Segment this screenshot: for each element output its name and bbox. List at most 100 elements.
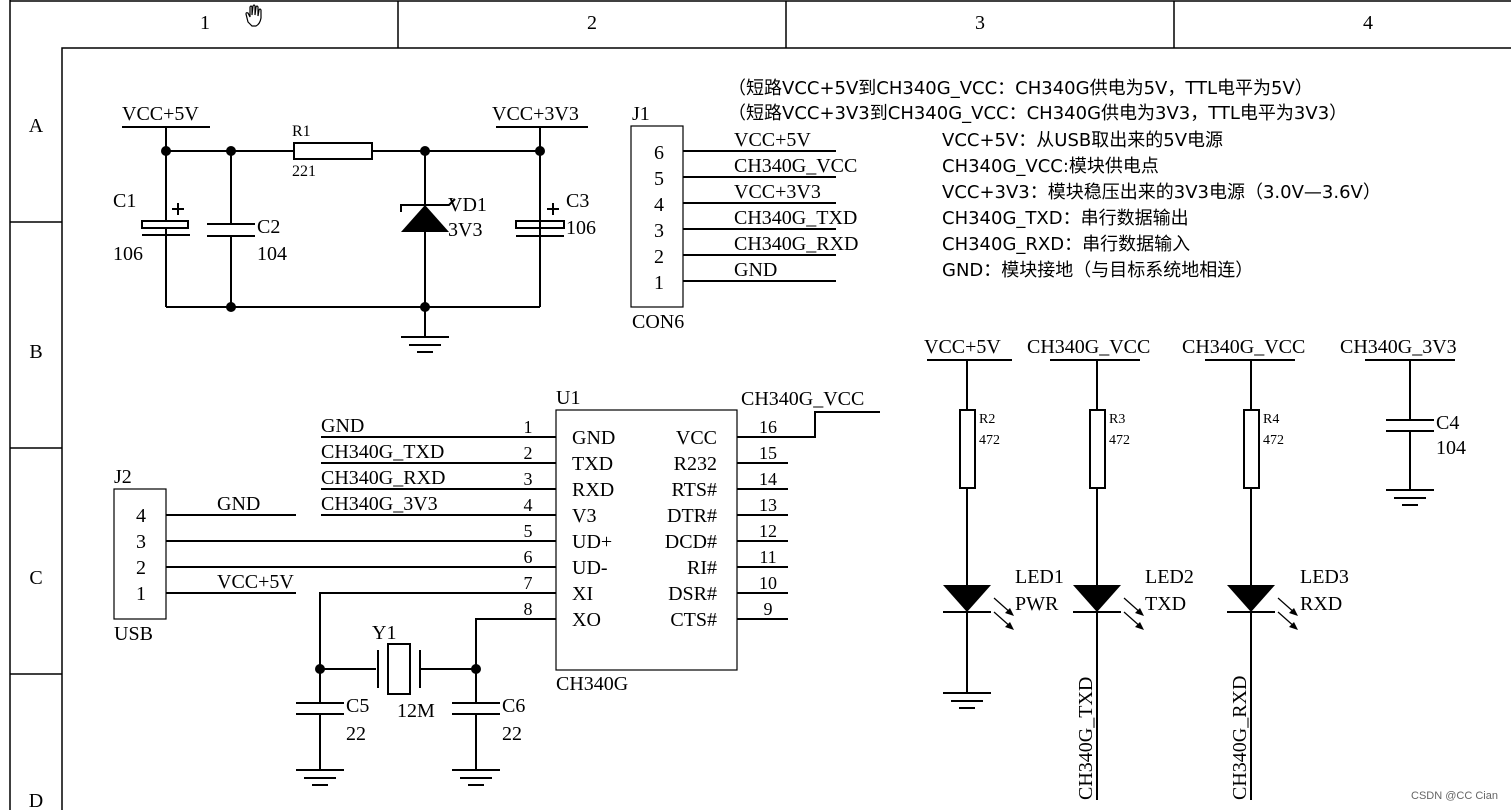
note-jumper-5v: （短路VCC+5V到CH340G_VCC：CH340G供电为5V，TTL电平为5… (728, 78, 1313, 99)
led2-name: LED2 (1145, 566, 1194, 588)
note-pin-desc: VCC+3V3：模块稳压出来的3V3电源（3.0V—3.6V） (942, 182, 1381, 203)
c4-name: C4 (1436, 412, 1459, 434)
column-label-4: 4 (1363, 12, 1373, 34)
power-section: VCC+5V VCC+3V3 R1 221 C1 106 (113, 103, 596, 353)
led2-net: CH340G_TXD (1075, 677, 1097, 800)
led3-diode (1227, 585, 1275, 612)
j1-net-label: CH340G_TXD (734, 207, 857, 229)
led-section: VCC+5V R2 472 LED1 PWR CH340G_VCC R3 472 (924, 336, 1466, 800)
c5-value: 22 (346, 723, 366, 745)
led2-diode (1073, 585, 1121, 612)
j1-pin: 1 GND (654, 259, 836, 294)
notes-block: （短路VCC+5V到CH340G_VCC：CH340G供电为5V，TTL电平为5… (728, 78, 1381, 281)
r4-resistor (1243, 409, 1260, 489)
u1-pin-number: 1 (524, 417, 533, 437)
c4-value: 104 (1436, 437, 1466, 459)
c6-name: C6 (502, 695, 525, 717)
junction-dot (161, 146, 171, 156)
j2-name: J2 (114, 466, 132, 488)
svg-text:5: 5 (654, 168, 664, 190)
c1-capacitor (141, 203, 190, 236)
u1-pin-name: DSR# (668, 583, 717, 605)
j1-net-label: CH340G_VCC (734, 155, 857, 177)
ground-symbol (452, 769, 500, 786)
u1-pin-number: 7 (524, 573, 533, 593)
svg-text:2: 2 (654, 246, 664, 268)
led1-label: PWR (1015, 593, 1059, 615)
svg-text:3: 3 (654, 220, 664, 242)
u1-pin-number: 9 (764, 599, 773, 619)
led3-net: CH340G_RXD (1229, 676, 1251, 800)
r2-resistor (959, 409, 976, 489)
vd1-name: VD1 (448, 194, 487, 216)
u1-pin-name: RTS# (672, 479, 717, 501)
u1-left-net: GND (321, 415, 364, 437)
led1-diode (943, 585, 991, 612)
drawing-frame: 1 2 3 4 A B C D (9, 0, 1511, 810)
ground-symbol (943, 692, 991, 709)
watermark: CSDN @CC Cian (1411, 790, 1498, 802)
r1-name: R1 (292, 123, 311, 140)
u1-pin-number: 4 (524, 495, 533, 515)
led3-name: LED3 (1300, 566, 1349, 588)
u1-pin-name: RI# (687, 557, 717, 579)
u1-pin-name: V3 (572, 505, 596, 527)
y1-name: Y1 (372, 622, 396, 644)
u1-vcc-net: CH340G_VCC (741, 388, 864, 410)
c5-name: C5 (346, 695, 369, 717)
note-jumper-3v3: （短路VCC+3V3到CH340G_VCC：CH340G供电为3V3，TTL电平… (728, 103, 1347, 124)
note-pin-desc: GND：模块接地（与目标系统地相连） (942, 260, 1253, 281)
j1-net-label: VCC+3V3 (734, 181, 821, 203)
u1-pin-name: DCD# (665, 531, 717, 553)
vcc33-label: VCC+3V3 (492, 103, 579, 125)
j2-gnd-net: GND (217, 493, 260, 515)
u1-pin-number: 10 (759, 573, 777, 593)
r3-name: R3 (1109, 412, 1125, 427)
u1-pin-number: 3 (524, 469, 533, 489)
u1-pin-number: 14 (759, 469, 777, 489)
note-pin-desc: CH340G_RXD：串行数据输入 (942, 234, 1190, 255)
u1-pin-name: DTR# (667, 505, 717, 527)
j1-net-label: GND (734, 259, 777, 281)
junction-dot (535, 146, 545, 156)
r3-net: CH340G_VCC (1027, 336, 1150, 358)
ground-symbol (401, 307, 449, 353)
c2-value: 104 (257, 243, 287, 265)
led1-name: LED1 (1015, 566, 1064, 588)
j1-pin: 2 CH340G_RXD (654, 233, 858, 268)
svg-text:1: 1 (654, 272, 664, 294)
vcc5-label: VCC+5V (122, 103, 199, 125)
u1-pin-number: 12 (759, 521, 777, 541)
led3-label: RXD (1300, 593, 1342, 615)
led2-label: TXD (1145, 593, 1186, 615)
u1-pin-number: 15 (759, 443, 777, 463)
crystal-section: Y1 12M C5 22 C6 22 (296, 592, 556, 786)
u1-pin-number: 2 (524, 443, 533, 463)
u1-pin-number: 16 (759, 417, 777, 437)
light-arrows-icon (1123, 597, 1144, 630)
row-label-d: D (29, 790, 43, 810)
u1-left-net: CH340G_3V3 (321, 493, 438, 515)
u1-pin-name: GND (572, 427, 615, 449)
u1-pin-name: RXD (572, 479, 614, 501)
j1-name: J1 (632, 103, 650, 125)
j2-pin-num: 2 (136, 557, 146, 579)
u1-pin-name: TXD (572, 453, 613, 475)
r2-name: R2 (979, 412, 995, 427)
j1-pin: 3 CH340G_TXD (654, 207, 857, 242)
c1-name: C1 (113, 190, 136, 212)
r3-value: 472 (1109, 433, 1130, 448)
u1-pin-name: XI (572, 583, 593, 605)
j2-vcc-net: VCC+5V (217, 571, 294, 593)
row-label-c: C (29, 567, 42, 589)
